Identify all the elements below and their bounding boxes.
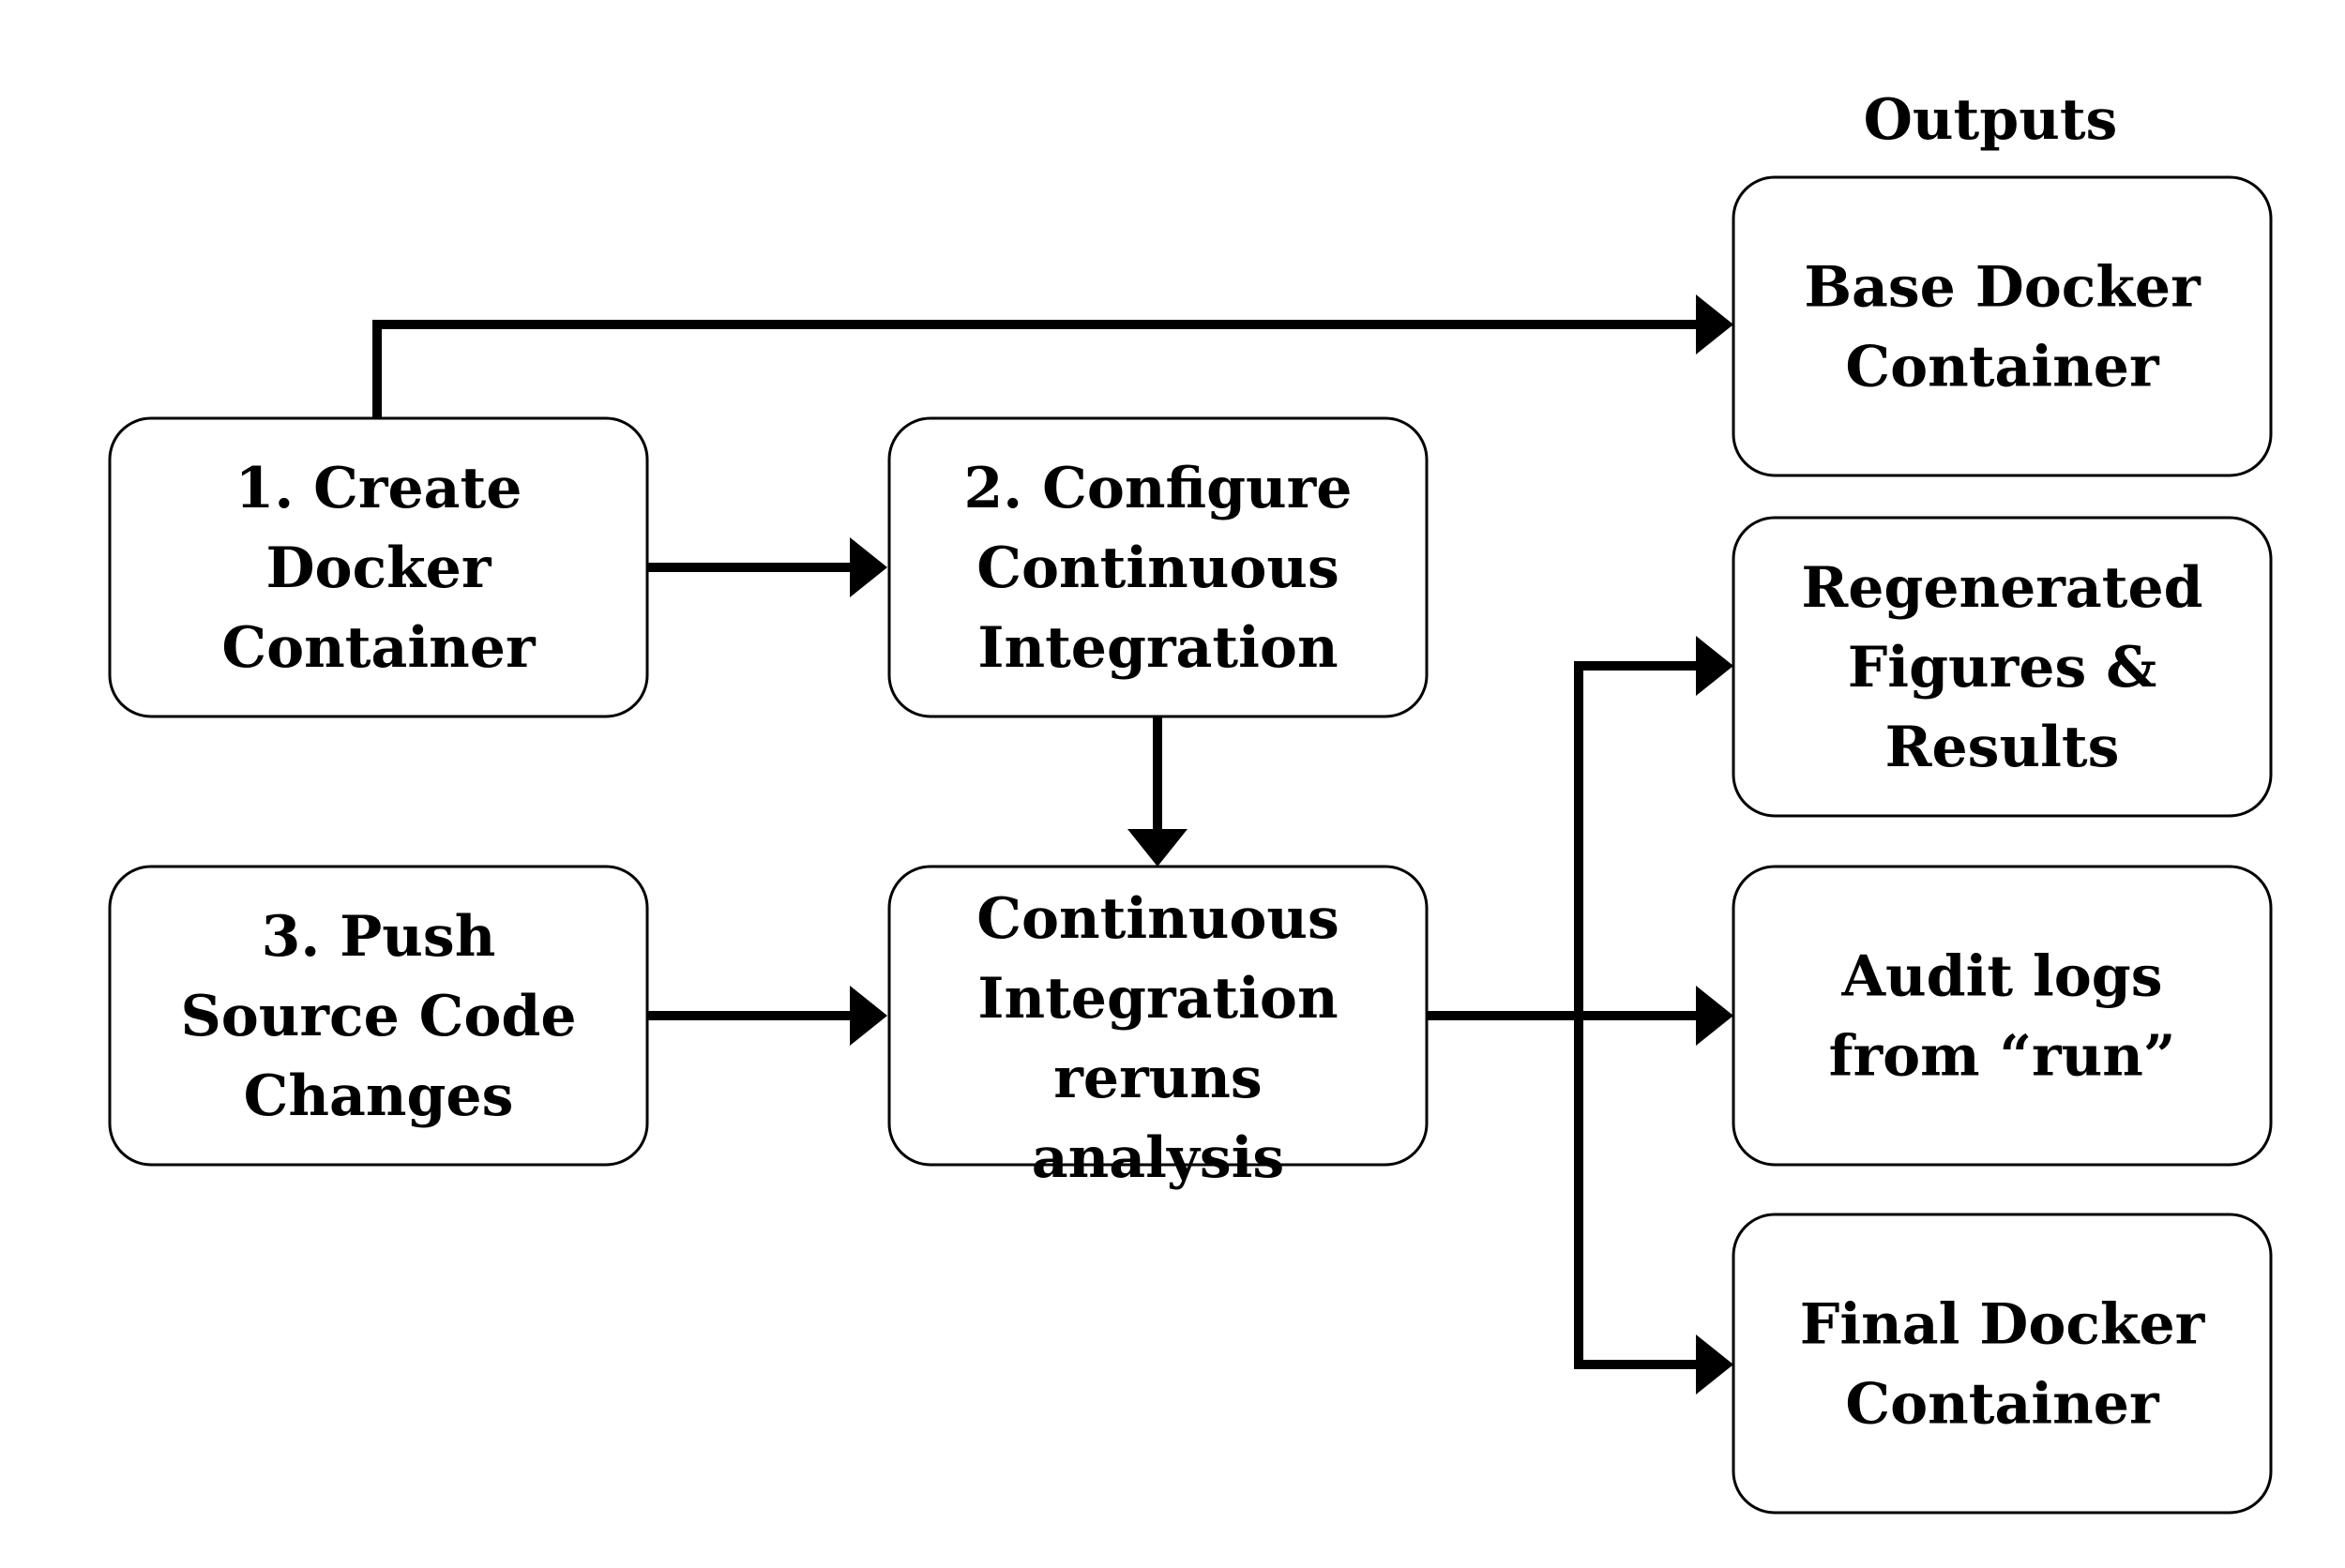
outputs-heading: Outputs: [1864, 87, 2118, 153]
node-label-line: Integration: [977, 966, 1338, 1032]
arrowhead-base-container: [1696, 294, 1733, 354]
node-label-line: from “run”: [1829, 1024, 2176, 1090]
arrowhead-rerun-left: [850, 986, 887, 1046]
node-label-line: Container: [1845, 335, 2160, 400]
node-label-line: 1. Create: [235, 456, 522, 521]
node-label-line: Continuous: [976, 886, 1339, 952]
node-label-line: reruns: [1053, 1046, 1262, 1111]
node-label-line: Integration: [977, 615, 1338, 681]
node-label-line: Source Code: [180, 984, 576, 1049]
edge-create-to-base-container: [372, 320, 1696, 418]
arrowhead-configure: [850, 537, 887, 597]
node-label-line: Changes: [244, 1063, 514, 1129]
node-label-line: Regenerated: [1801, 555, 2202, 621]
node-label-line: Continuous: [976, 535, 1339, 601]
node-audit-logs: Audit logs from “run”: [1732, 865, 2273, 1167]
arrowhead-rerun-top: [1127, 829, 1188, 867]
node-label-line: analysis: [1032, 1125, 1284, 1191]
node-label-line: 2. Configure: [964, 456, 1353, 521]
node-label-line: Audit logs: [1840, 944, 2162, 1010]
node-label-line: 3. Push: [262, 904, 496, 970]
arrowhead-regenerated: [1696, 636, 1733, 696]
node-label-line: Container: [221, 615, 537, 681]
node-label-line: Container: [1845, 1372, 2160, 1438]
connectors: [372, 294, 1733, 1395]
node-label-line: Final Docker: [1800, 1292, 2206, 1358]
node-label-line: Results: [1885, 715, 2120, 780]
node-label-line: Base Docker: [1804, 255, 2201, 321]
node-label-line: Figures &: [1848, 635, 2157, 701]
node-label-line: Docker: [266, 535, 492, 601]
arrowhead-final-container: [1696, 1334, 1733, 1395]
arrowhead-audit-logs: [1696, 986, 1733, 1046]
